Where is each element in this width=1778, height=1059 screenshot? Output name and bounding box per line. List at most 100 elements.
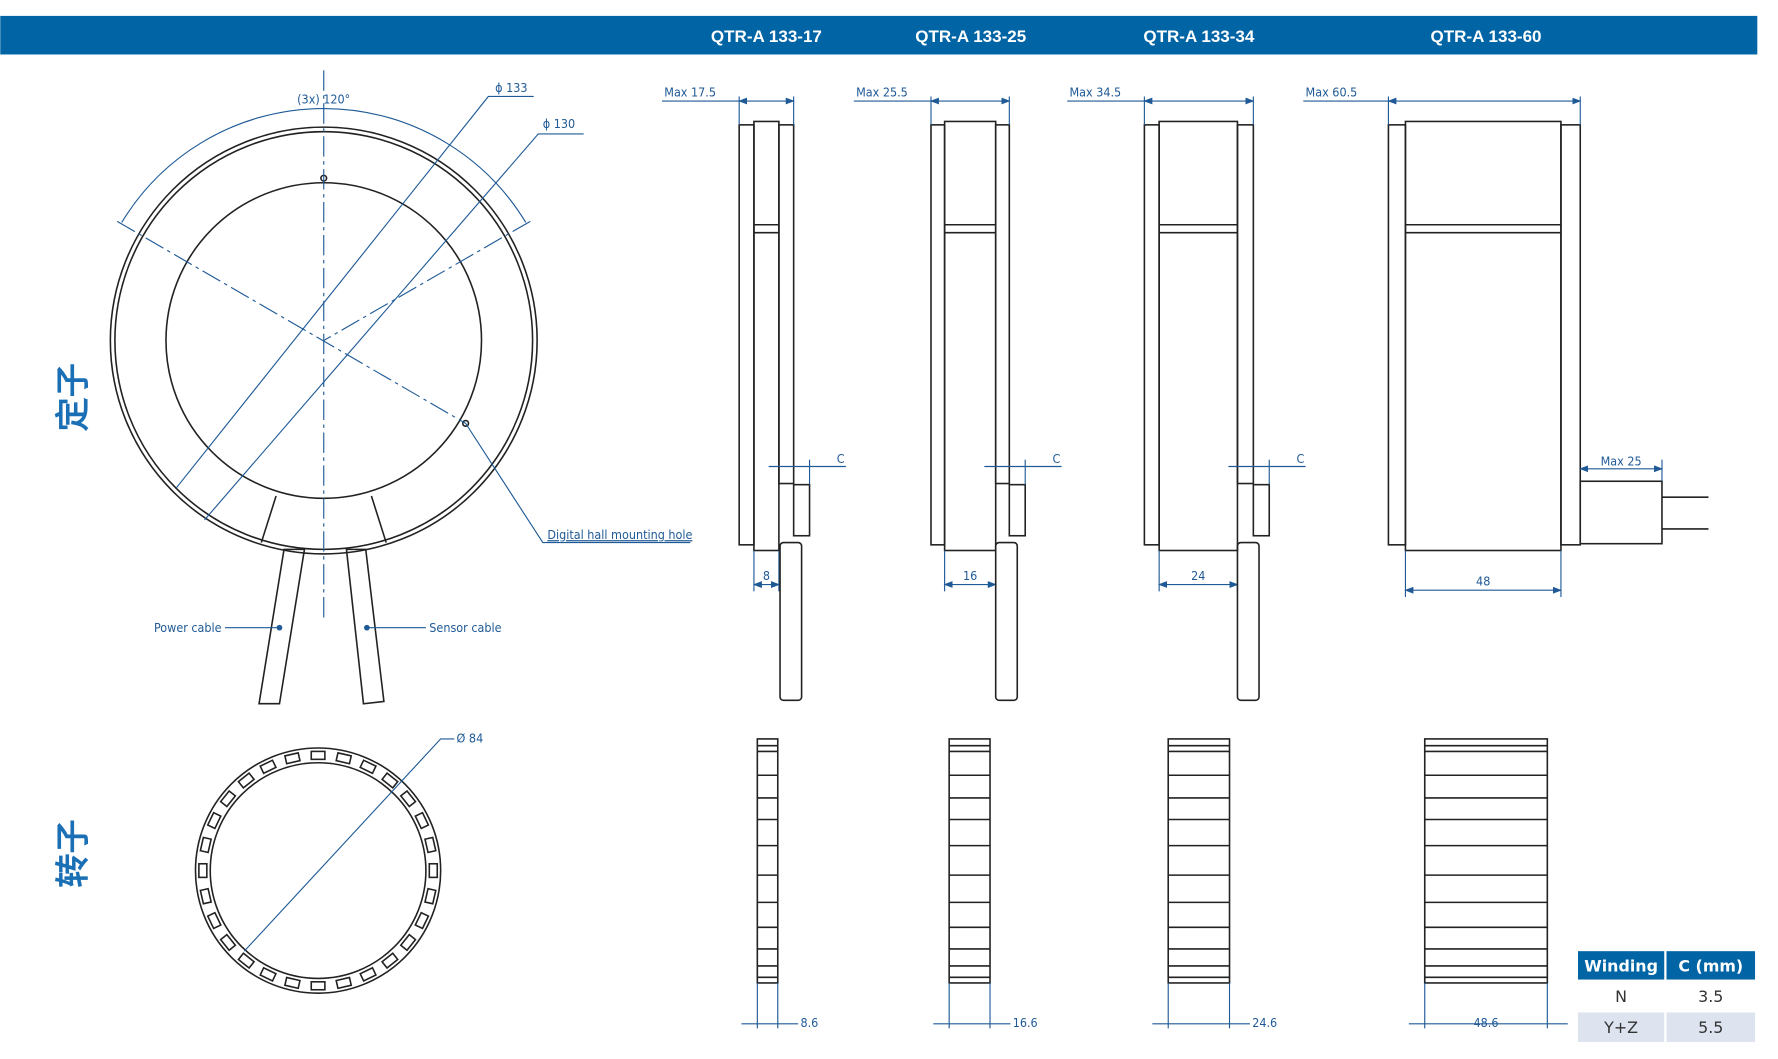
sensor-cable <box>345 548 385 705</box>
magnet-segment <box>237 772 256 789</box>
dia-130-label: ϕ 130 <box>543 116 575 131</box>
magnet-segment <box>399 789 417 808</box>
magnet-segment <box>424 836 437 854</box>
rotor-side-body <box>948 738 991 984</box>
body-width-label: 24 <box>1191 568 1205 583</box>
winding-table: Winding C (mm) N 3.5 Y+Z 5.5 <box>1577 951 1756 1042</box>
stator-label: 定子 <box>53 363 93 431</box>
rotor-label: 转子 <box>53 820 93 888</box>
cable <box>1661 496 1709 530</box>
magnet-segment <box>237 952 256 970</box>
rotor-dia-leader <box>243 738 455 952</box>
magnet-segment <box>310 750 326 761</box>
magnet-segment <box>283 976 301 990</box>
end-plate-right <box>994 124 1011 485</box>
max-width-label: Max 60.5 <box>1306 84 1358 99</box>
rotor-width-label: 8.6 <box>800 1015 818 1030</box>
magnet-segment <box>199 887 213 905</box>
magnet-segment <box>206 911 222 930</box>
end-plate-left <box>930 124 946 546</box>
rotor-side-view-3: 48.6 <box>1408 738 1568 1030</box>
cable-box <box>1579 480 1663 545</box>
table-header: C (mm) <box>1678 957 1743 976</box>
rotor-width-label: 16.6 <box>1013 1015 1038 1030</box>
stator-body <box>943 120 997 552</box>
magnet-segment <box>399 933 417 952</box>
magnet-segment <box>359 966 377 982</box>
dia-133-leader <box>175 95 534 489</box>
table-header-cell <box>1666 951 1756 980</box>
stator-body <box>753 120 780 552</box>
rotor-side-view-0: 8.6 <box>741 738 818 1030</box>
dia-133-label: ϕ 133 <box>495 80 527 95</box>
table-cell: N <box>1615 987 1627 1006</box>
power-cable <box>258 548 306 705</box>
magnet-segment <box>414 911 430 930</box>
magnet-segment <box>259 759 278 775</box>
model-title: QTR-A 133-17 <box>711 27 822 46</box>
table-cell: 5.5 <box>1698 1018 1723 1037</box>
hall-leader <box>465 423 691 544</box>
table-cell: Y+Z <box>1603 1018 1638 1037</box>
rotor-inner <box>209 761 427 980</box>
angle-label: (3x) 120° <box>297 91 350 106</box>
c-label: C <box>1296 451 1304 466</box>
stator-body <box>1404 120 1562 552</box>
rotor-width-label: 24.6 <box>1252 1015 1277 1030</box>
magnet-segment <box>335 751 353 765</box>
rotor-side-body <box>1167 738 1231 984</box>
rotor-dia-label: Ø 84 <box>457 730 484 745</box>
end-plate-right <box>778 124 795 485</box>
max-width-label: Max 17.5 <box>664 84 716 99</box>
terminal-block <box>1252 483 1271 537</box>
stator-side-view-0: Max 17.58C <box>661 84 846 702</box>
model-title: QTR-A 133-25 <box>915 27 1026 46</box>
centerline-120-right <box>323 220 531 342</box>
magnet-segment <box>335 976 353 990</box>
table-header-cell <box>1577 951 1665 980</box>
rotor-side-body <box>1423 738 1549 984</box>
hall-mounting-hole <box>461 419 470 428</box>
max-width-label: Max 34.5 <box>1069 84 1121 99</box>
model-title: QTR-A 133-60 <box>1431 27 1542 46</box>
table-header: Winding <box>1584 957 1658 976</box>
power-cable-label: Power cable <box>154 620 222 635</box>
power-cable-dot <box>276 624 283 631</box>
c-label: C <box>837 451 845 466</box>
magnet-segment <box>219 789 237 808</box>
header-bar <box>0 15 1758 55</box>
magnet-segment <box>359 759 377 775</box>
hall-label: Digital hall mounting hole <box>547 527 692 542</box>
rotor-side-view-1: 16.6 <box>933 738 1038 1030</box>
max-width-label: Max 25.5 <box>856 84 908 99</box>
magnet-segment <box>198 862 208 879</box>
magnet-segment <box>424 887 437 905</box>
magnet-segment <box>283 751 301 765</box>
rotor-side-view-2: 24.6 <box>1152 738 1277 1030</box>
magnet-segment <box>219 933 237 952</box>
magnet-segment <box>414 811 430 830</box>
terminal-block <box>1008 483 1027 537</box>
model-title: QTR-A 133-34 <box>1143 27 1254 46</box>
cable <box>779 541 803 702</box>
angle-arc <box>121 107 527 223</box>
end-plate-left <box>1387 124 1407 546</box>
table-cell: 3.5 <box>1698 987 1723 1006</box>
end-plate-right <box>1560 124 1582 546</box>
cable <box>1236 541 1260 702</box>
centerline-120-left <box>116 220 466 424</box>
stator-outer-ring <box>109 126 538 555</box>
table-row-bg <box>1577 1012 1665 1042</box>
magnet-segment <box>380 952 399 970</box>
rotor-outer <box>194 747 442 994</box>
cable <box>994 541 1019 702</box>
body-width-label: 16 <box>963 568 977 583</box>
rotor-side-body <box>756 738 779 984</box>
cable-exit-block <box>260 495 387 543</box>
end-plate-left <box>738 124 755 546</box>
rotor-width-label: 48.6 <box>1474 1015 1499 1030</box>
magnet-segment <box>310 981 326 991</box>
sensor-cable-dot <box>364 624 370 631</box>
